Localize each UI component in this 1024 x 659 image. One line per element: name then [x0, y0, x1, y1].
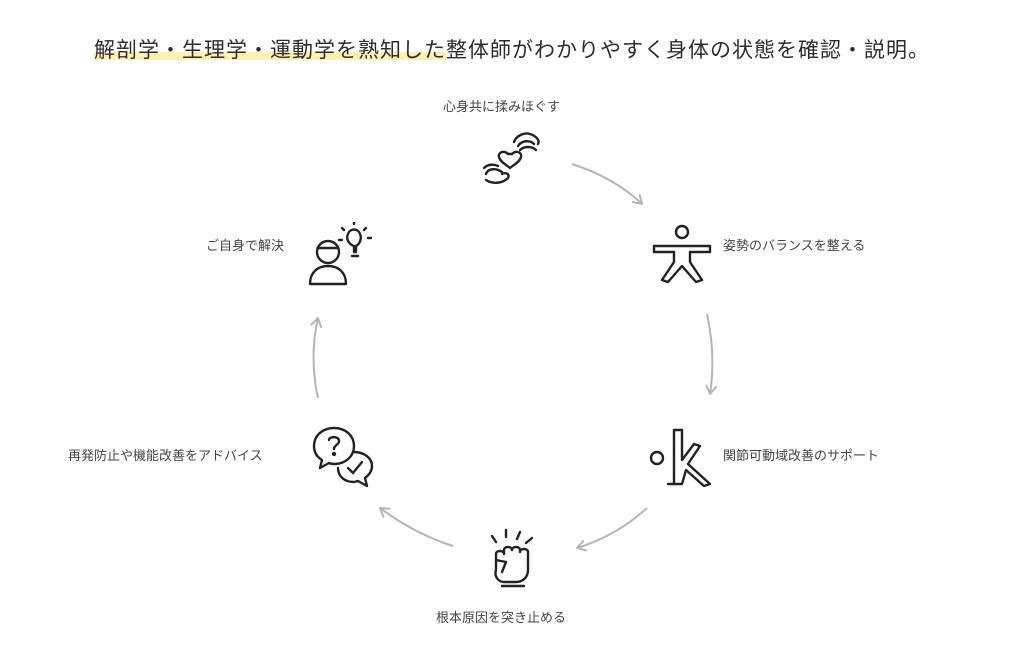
stretching-icon [648, 424, 716, 488]
step-1-label: 心身共に揉みほぐす [443, 100, 561, 115]
title-rest-text: 整体師がわかりやすく身体の状態を確認・説明。 [446, 38, 930, 62]
speech-bubbles-icon [310, 424, 376, 490]
title-highlighted-text: 解剖学・生理学・運動学を熟知した [94, 38, 446, 62]
hands-heart-icon [480, 124, 544, 188]
step-4-label: 根本原因を突き止める [436, 611, 567, 626]
arrow-5-to-6 [310, 317, 323, 399]
arrow-1-to-2 [571, 163, 643, 205]
step-2-label: 姿勢のバランスを整える [723, 239, 866, 254]
step-5-label: 再発防止や機能改善をアドバイス [68, 449, 263, 464]
page-title: 解剖学・生理学・運動学を熟知した整体師がわかりやすく身体の状態を確認・説明。 [0, 34, 1024, 64]
arrow-2-to-3 [705, 313, 718, 395]
arrow-3-to-4 [576, 507, 648, 552]
step-6-label: ご自身で解決 [206, 239, 285, 254]
fist-impact-icon [484, 526, 544, 590]
balance-pose-icon [650, 222, 714, 286]
person-idea-icon [306, 222, 376, 288]
step-3-label: 関節可動域改善のサポート [723, 449, 880, 464]
arrow-4-to-5 [379, 507, 454, 547]
